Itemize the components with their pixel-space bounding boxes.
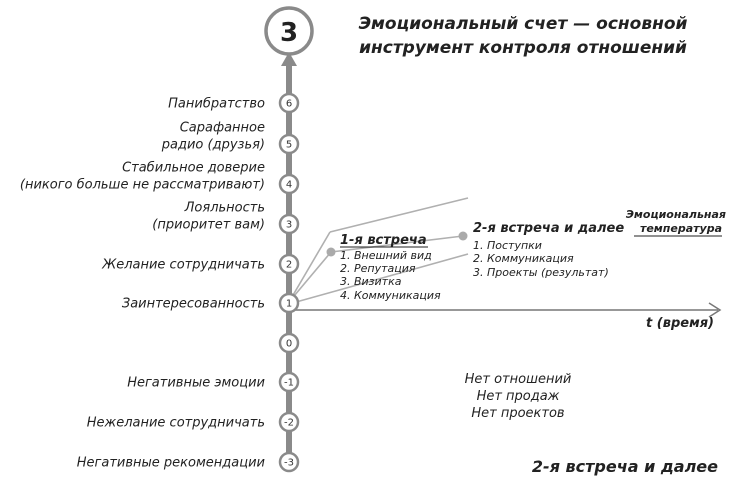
scale-node xyxy=(278,332,300,354)
time-axis-arrow xyxy=(708,302,722,318)
scale-label: Желание сотрудничать xyxy=(101,258,265,273)
scale-node-value: 0 xyxy=(286,339,292,350)
second-meeting-point xyxy=(458,231,468,241)
emotional-temperature-line2: температура xyxy=(640,222,722,235)
diagram-title-line2: инструмент контроля отношений xyxy=(359,38,687,58)
time-axis-label: t (время) xyxy=(646,316,714,331)
vertical-axis-arrow xyxy=(281,52,297,66)
scale-node-value: -3 xyxy=(284,458,294,469)
scale-label: Лояльность xyxy=(184,201,265,216)
scale-node xyxy=(278,92,300,114)
scale-label: Заинтересованность xyxy=(122,297,265,312)
first-meeting-item-4: 4. Коммуникация xyxy=(340,289,441,302)
scale-node xyxy=(278,253,300,275)
first-meeting-item-1: 1. Внешний вид xyxy=(340,249,432,262)
second-meeting-item-3: 3. Проекты (результат) xyxy=(473,266,609,279)
chapter-badge xyxy=(264,6,314,56)
scale-node xyxy=(278,213,300,235)
footer-label: 2-я встреча и далее xyxy=(532,457,718,476)
emotional-temperature-line1: Эмоциональная xyxy=(626,208,726,221)
growth-lines xyxy=(288,197,469,305)
first-meeting-item-2: 2. Репутация xyxy=(340,262,416,275)
scale-label: Нежелание сотрудничать xyxy=(87,416,265,431)
scale-node-value: -2 xyxy=(284,418,294,429)
scale-label: (никого больше не рассматривают) xyxy=(20,178,265,193)
scale-label: (приоритет вам) xyxy=(152,218,265,233)
scale-label: Негативные эмоции xyxy=(127,376,265,391)
second-meeting-item-1: 1. Поступки xyxy=(473,239,542,252)
scale-node-value: 6 xyxy=(286,99,292,110)
chapter-number: 3 xyxy=(280,18,298,48)
no-relations-line2: Нет продаж xyxy=(477,389,560,404)
scale-node-value: 5 xyxy=(286,140,292,151)
scale-node-value: 3 xyxy=(286,220,292,231)
scale-levels: 6 Панибратство 5 Сарафанное радио (друзья) 4 С… xyxy=(20,92,300,473)
first-meeting-item-3: 3. Визитка xyxy=(340,275,402,288)
scale-label: радио (друзья) xyxy=(161,138,265,153)
second-meeting-title: 2-я встреча и далее xyxy=(473,221,624,236)
scale-label: Негативные рекомендации xyxy=(77,456,265,471)
scale-node xyxy=(278,292,300,314)
scale-label: Стабильное доверие xyxy=(122,161,265,176)
scale-node xyxy=(278,371,300,393)
scale-label: Сарафанное xyxy=(180,121,265,136)
scale-node-value: 1 xyxy=(286,299,292,310)
first-meeting-point xyxy=(326,247,336,257)
no-relations-line3: Нет проектов xyxy=(471,406,564,421)
scale-node-value: 4 xyxy=(286,180,292,191)
diagram-title-line1: Эмоциональный счет — основной xyxy=(359,14,688,34)
scale-node xyxy=(278,451,300,473)
scale-label: Панибратство xyxy=(168,97,265,112)
no-relations-line1: Нет отношений xyxy=(465,372,572,387)
scale-node-value: 2 xyxy=(286,260,292,271)
scale-node xyxy=(278,133,300,155)
scale-node xyxy=(278,411,300,433)
scale-node-value: -1 xyxy=(284,378,294,389)
first-meeting-title: 1-я встреча xyxy=(340,233,427,248)
second-meeting-item-2: 2. Коммуникация xyxy=(473,252,574,265)
scale-node xyxy=(278,173,300,195)
